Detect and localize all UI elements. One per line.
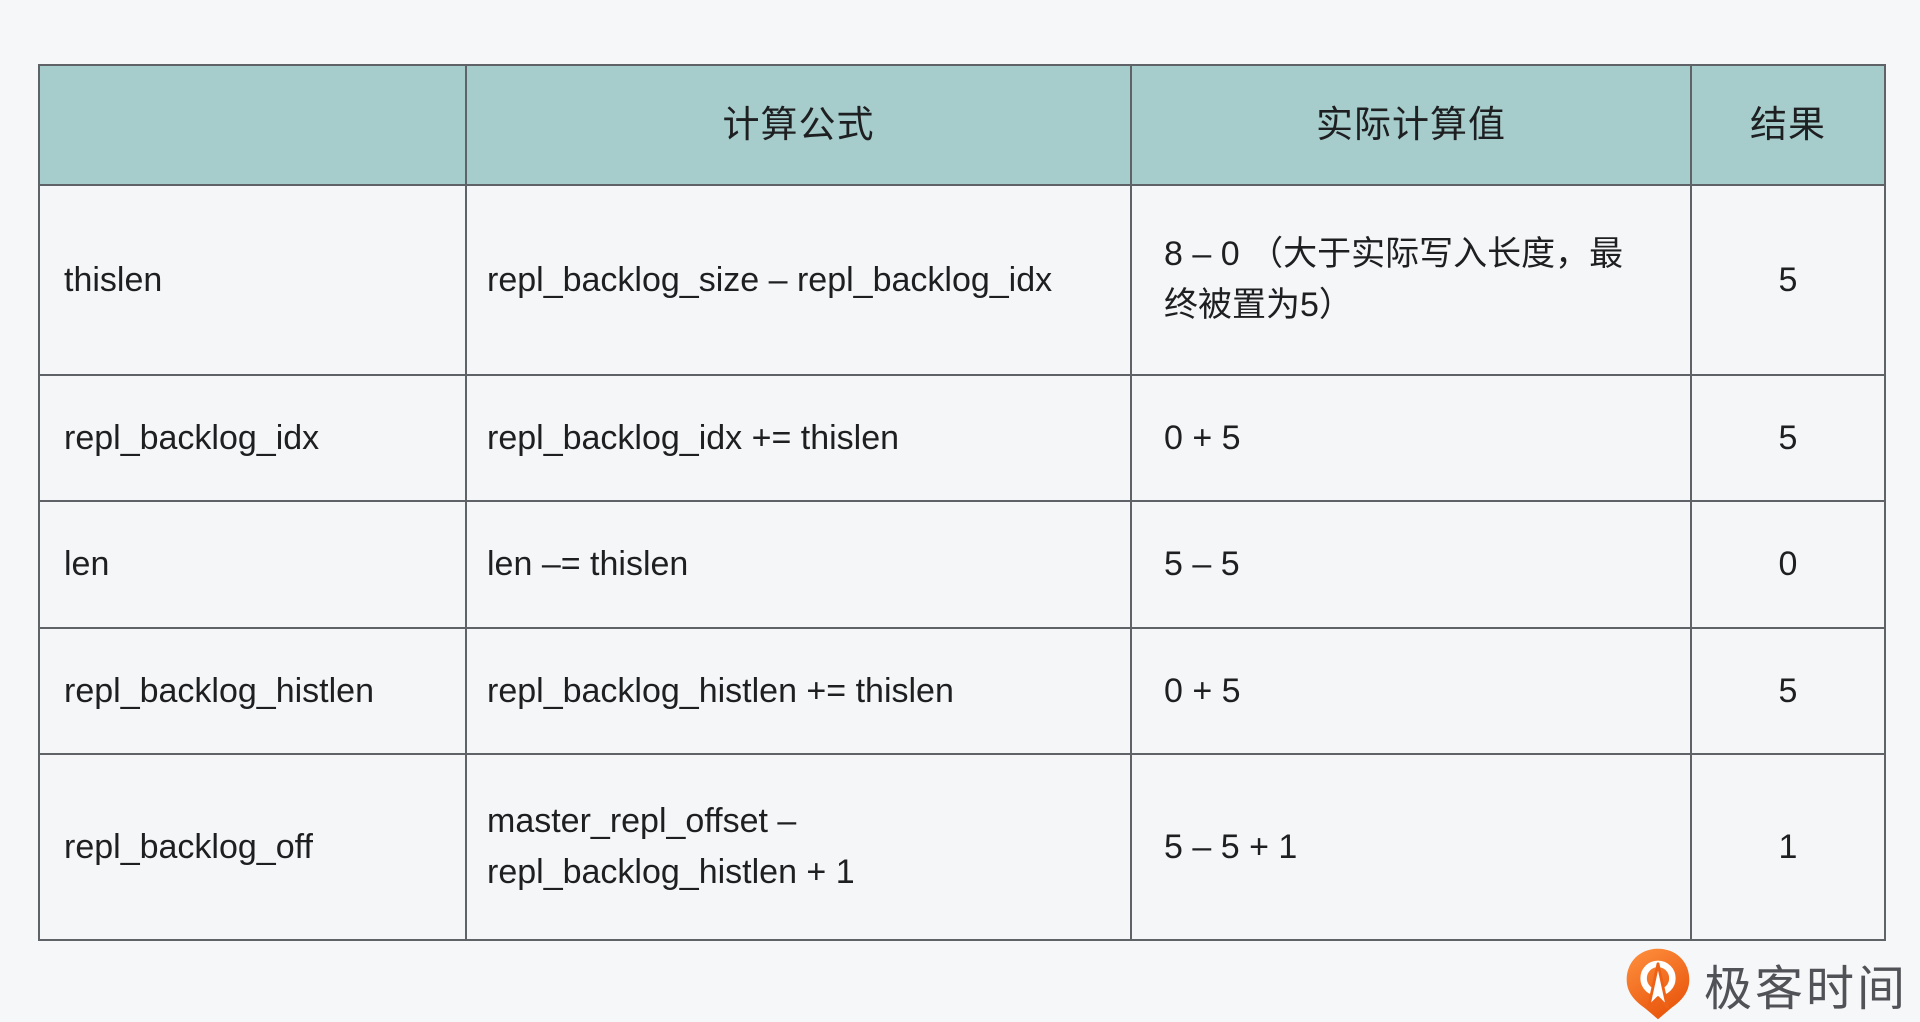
geektime-pin-icon [1622,948,1694,1020]
variable-name: len [38,500,467,629]
calculation-table: 计算公式 实际计算值 结果 thislen repl_backlog_size … [38,64,1886,941]
table-row: repl_backlog_idx repl_backlog_idx += thi… [38,374,1886,502]
result-cell: 0 [1690,500,1886,629]
variable-name: repl_backlog_idx [38,374,467,502]
table-row: thislen repl_backlog_size – repl_backlog… [38,184,1886,376]
header-cell-formula: 计算公式 [465,64,1132,186]
table-row: repl_backlog_histlen repl_backlog_histle… [38,627,1886,755]
result-cell: 5 [1690,374,1886,502]
formula-cell: master_repl_offset – repl_backlog_histle… [465,753,1132,941]
header-cell-variable [38,64,467,186]
formula-cell: repl_backlog_idx += thislen [465,374,1132,502]
result-cell: 1 [1690,753,1886,941]
header-cell-result: 结果 [1690,64,1886,186]
table-row: len len –= thislen 5 – 5 0 [38,500,1886,629]
header-cell-actual-value: 实际计算值 [1130,64,1692,186]
formula-cell: len –= thislen [465,500,1132,629]
result-cell: 5 [1690,627,1886,755]
variable-name: repl_backlog_off [38,753,467,941]
table-header-row: 计算公式 实际计算值 结果 [38,64,1886,186]
result-cell: 5 [1690,184,1886,376]
actual-value-cell: 5 – 5 + 1 [1130,753,1692,941]
formula-cell: repl_backlog_histlen += thislen [465,627,1132,755]
table-row: repl_backlog_off master_repl_offset – re… [38,753,1886,941]
geektime-logo-text: 极客时间 [1703,963,1908,1016]
actual-value-cell: 0 + 5 [1130,627,1692,755]
actual-value-cell: 5 – 5 [1130,500,1692,629]
formula-cell: repl_backlog_size – repl_backlog_idx [465,184,1132,376]
actual-value-cell: 0 + 5 [1130,374,1692,502]
actual-value-cell: 8 – 0 （大于实际写入长度，最 终被置为5） [1130,184,1692,376]
variable-name: thislen [38,184,467,376]
variable-name: repl_backlog_histlen [38,627,467,755]
geektime-logo: 极客时间 [1622,948,1908,1020]
